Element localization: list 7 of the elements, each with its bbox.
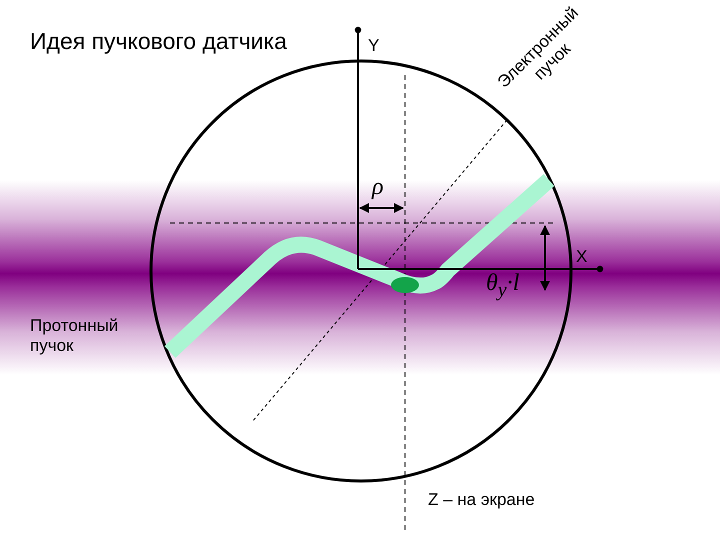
title: Идея пучкового датчика (30, 28, 287, 55)
dimension-label: θ$_{y}$·l (486, 270, 520, 302)
axis-label: X (576, 247, 588, 267)
note-text: Z – на экране (428, 490, 535, 510)
dimension-label: ρ (372, 174, 384, 202)
beam-label: Протонный пучок (30, 316, 120, 356)
axis-label: Y (368, 36, 380, 56)
